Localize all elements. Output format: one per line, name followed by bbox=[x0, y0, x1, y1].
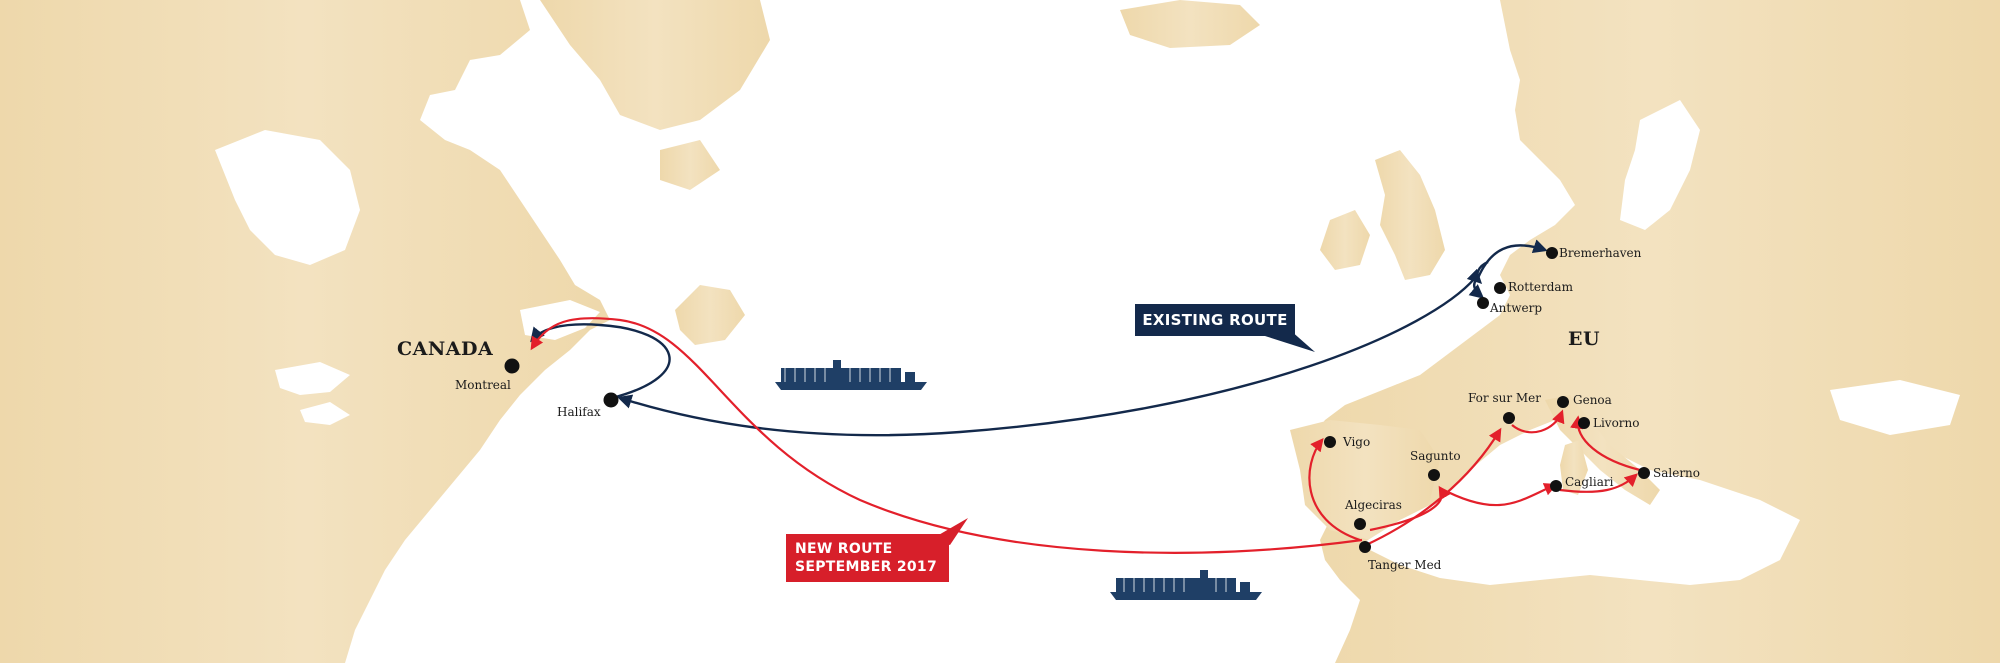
port-dot-halifax[interactable] bbox=[603, 392, 619, 408]
port-label-cagliari: Cagliari bbox=[1565, 475, 1614, 489]
new-route-salerno bbox=[1559, 473, 1638, 493]
new-route-cagliari bbox=[1439, 483, 1558, 507]
port-label-fos-sur-mer: For sur Mer bbox=[1468, 391, 1541, 405]
port-dot-sagunto[interactable] bbox=[1428, 469, 1440, 481]
newfoundland bbox=[675, 285, 745, 345]
port-dot-montreal[interactable] bbox=[504, 358, 520, 374]
port-label-halifax: Halifax bbox=[557, 405, 601, 419]
existing-route-to-rotterdam bbox=[1466, 260, 1489, 285]
new-route-callout-title: NEW ROUTE bbox=[795, 541, 893, 557]
port-label-bremerhaven: Bremerhaven bbox=[1559, 246, 1642, 260]
port-label-vigo: Vigo bbox=[1342, 435, 1370, 449]
new-route-callout-date: SEPTEMBER 2017 bbox=[795, 559, 938, 575]
new-route-callout: NEW ROUTE SEPTEMBER 2017 bbox=[786, 534, 949, 582]
port-label-tanger-med: Tanger Med bbox=[1368, 558, 1442, 572]
port-label-sagunto: Sagunto bbox=[1410, 449, 1461, 463]
port-label-antwerp: Antwerp bbox=[1489, 301, 1542, 315]
port-label-rotterdam: Rotterdam bbox=[1508, 280, 1574, 294]
sardinia bbox=[1560, 440, 1588, 495]
north-america-land bbox=[0, 0, 610, 663]
north-sea bbox=[1450, 170, 1505, 255]
port-label-algeciras: Algeciras bbox=[1344, 498, 1402, 512]
region-label-eu: EU bbox=[1568, 328, 1600, 350]
new-route-sagunto bbox=[1369, 485, 1452, 532]
ireland bbox=[1320, 210, 1370, 270]
great-lakes bbox=[275, 362, 350, 395]
new-route-genoa bbox=[1511, 409, 1565, 434]
existing-route-callout: EXISTING ROUTE bbox=[1135, 304, 1295, 336]
region-label-canada: CANADA bbox=[397, 338, 493, 360]
port-label-montreal: Montreal bbox=[455, 378, 511, 392]
port-dot-tanger-med[interactable] bbox=[1359, 541, 1371, 553]
port-label-livorno: Livorno bbox=[1593, 416, 1640, 430]
british-isles bbox=[1375, 150, 1445, 280]
port-label-genoa: Genoa bbox=[1573, 393, 1612, 407]
new-route-vigo bbox=[1308, 437, 1361, 542]
port-dot-genoa[interactable] bbox=[1557, 396, 1569, 408]
hudson-bay bbox=[215, 130, 360, 265]
container-ship-icon bbox=[1110, 570, 1262, 600]
port-dot-salerno[interactable] bbox=[1638, 467, 1650, 479]
port-dot-vigo[interactable] bbox=[1324, 436, 1336, 448]
port-dot-rotterdam[interactable] bbox=[1494, 282, 1506, 294]
port-dot-bremerhaven[interactable] bbox=[1546, 247, 1558, 259]
arctic-islands bbox=[540, 0, 770, 130]
port-dot-livorno[interactable] bbox=[1578, 417, 1590, 429]
port-dot-algeciras[interactable] bbox=[1354, 518, 1366, 530]
iberia bbox=[1290, 420, 1440, 540]
container-ship-icon bbox=[775, 360, 927, 390]
port-dot-antwerp[interactable] bbox=[1477, 297, 1489, 309]
baltic-sea bbox=[1620, 100, 1700, 230]
port-label-salerno: Salerno bbox=[1653, 466, 1700, 480]
port-dot-cagliari[interactable] bbox=[1550, 480, 1562, 492]
new-route-livorno-salerno bbox=[1570, 415, 1641, 472]
port-dot-fos-sur-mer[interactable] bbox=[1503, 412, 1515, 424]
existing-route-transatlantic bbox=[617, 277, 1476, 437]
black-sea bbox=[1830, 380, 1960, 435]
mediterranean-sea bbox=[1360, 420, 1800, 585]
new-route-transatlantic bbox=[530, 317, 1363, 554]
iceland bbox=[1120, 0, 1260, 48]
